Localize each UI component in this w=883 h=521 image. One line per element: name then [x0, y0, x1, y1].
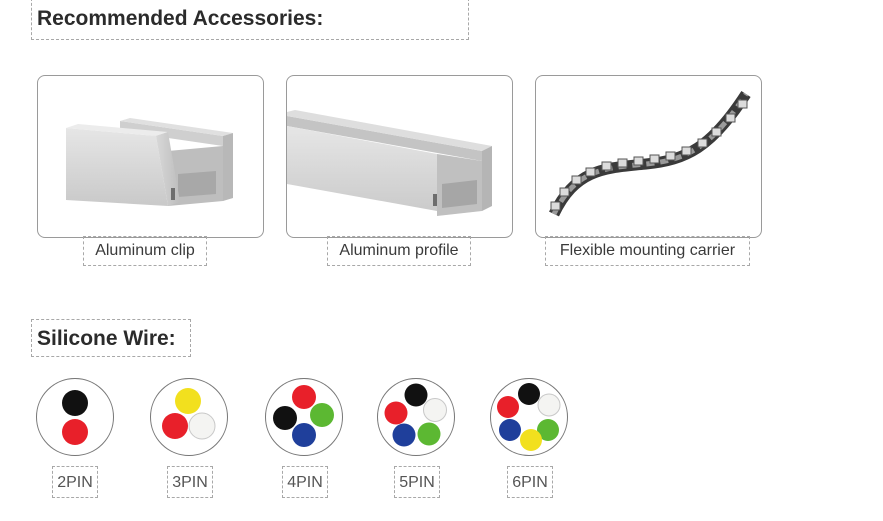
accessory-card-flexible-mounting-carrier	[535, 75, 762, 238]
pin-diagram-5pin	[377, 378, 455, 456]
pin-label-2pin: 2PIN	[52, 466, 98, 498]
pin-label-6pin: 6PIN	[507, 466, 553, 498]
silicone-wire-heading: Silicone Wire:	[31, 319, 191, 357]
pin-label-5pin: 5PIN	[394, 466, 440, 498]
accessories-heading: Recommended Accessories:	[31, 0, 469, 40]
flexible-mounting-carrier-image	[549, 91, 751, 217]
pin-label-4pin: 4PIN	[282, 466, 328, 498]
aluminum-profile-image	[287, 110, 492, 216]
accessory-card-aluminum-clip	[37, 75, 264, 238]
accessory-label-aluminum-clip: Aluminum clip	[83, 236, 207, 266]
pin-diagram-2pin	[36, 378, 114, 456]
pin-diagram-3pin	[150, 378, 228, 456]
pin-label-3pin: 3PIN	[167, 466, 213, 498]
pin-diagram-6pin	[490, 378, 568, 456]
accessory-card-aluminum-profile	[286, 75, 513, 238]
accessory-label-aluminum-profile: Aluminum profile	[327, 236, 471, 266]
pin-diagram-4pin	[265, 378, 343, 456]
accessory-label-flexible-mounting-carrier: Flexible mounting carrier	[545, 236, 750, 266]
aluminum-clip-image	[66, 118, 233, 206]
